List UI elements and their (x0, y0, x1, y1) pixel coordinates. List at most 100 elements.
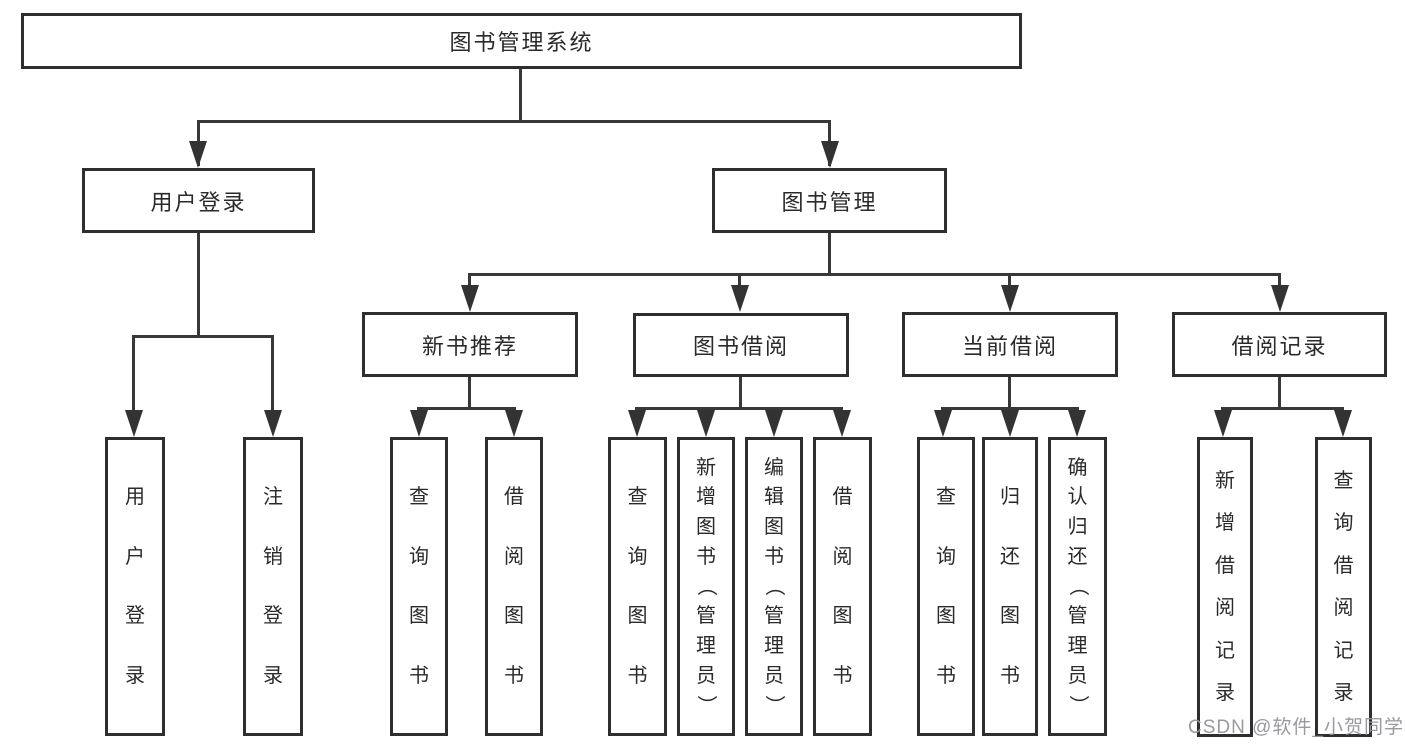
vertical-char: 询 (409, 545, 429, 568)
arrowhead-down-icon (821, 141, 839, 168)
arrowhead-down-icon (1271, 285, 1289, 312)
watermark-text: CSDN @软件_小贺同学 (1188, 717, 1404, 738)
vertical-char: 书 (832, 664, 853, 687)
vertical-char: （ (695, 576, 717, 597)
node-label: 归还图书 (985, 440, 1035, 733)
node-user-login-leaf: 用户登录 (105, 437, 165, 736)
arrowhead-down-icon (765, 410, 783, 437)
vertical-char: 书 (696, 545, 716, 568)
vertical-char: 阅 (1333, 597, 1354, 620)
vertical-char: 认 (1067, 486, 1088, 509)
arrowhead-down-icon (1068, 410, 1086, 437)
node-book-borrowing: 图书借阅 (633, 313, 849, 377)
arrowhead-down-icon (505, 410, 523, 437)
vertical-char: 增 (1215, 512, 1235, 535)
node-return-books: 归还图书 (982, 437, 1038, 736)
vertical-char: 书 (764, 545, 784, 568)
vertical-char: 管 (696, 605, 716, 628)
vertical-char: 图 (504, 605, 524, 628)
vertical-char: 借 (1333, 554, 1354, 577)
connector-line (197, 233, 200, 335)
vertical-char: 理 (696, 634, 716, 657)
vertical-char: （ (1066, 576, 1089, 597)
node-label: 图书管理系统 (449, 30, 594, 55)
node-edit-books-admin: 编辑图书（管理员） (745, 437, 803, 736)
arrowhead-down-icon (461, 285, 479, 312)
node-label: 查询图书 (393, 440, 445, 733)
vertical-char: 图 (696, 516, 716, 539)
vertical-char: 图 (832, 605, 853, 628)
node-label: 注销登录 (246, 440, 300, 733)
vertical-char: 录 (1215, 682, 1235, 705)
node-label: 编辑图书（管理员） (748, 440, 800, 733)
node-label: 借阅图书 (488, 440, 540, 733)
vertical-char: ） (1066, 695, 1089, 716)
vertical-char: 记 (1333, 639, 1354, 662)
vertical-char: 登 (263, 605, 283, 628)
vertical-char: 辑 (764, 486, 784, 509)
vertical-char: 销 (263, 545, 283, 568)
node-label: 用户登录 (150, 189, 247, 215)
node-label: 查询图书 (920, 440, 972, 733)
vertical-char: 理 (764, 634, 784, 657)
vertical-char: 图 (936, 605, 956, 628)
vertical-char: 图 (764, 516, 784, 539)
vertical-char: 管 (1067, 605, 1088, 628)
vertical-char: 员 (1067, 664, 1088, 687)
vertical-char: 录 (1333, 682, 1354, 705)
node-book-management-module: 图书管理 (712, 168, 947, 233)
connector-line (468, 377, 471, 407)
arrowhead-down-icon (1214, 410, 1232, 437)
node-label: 当前借阅 (961, 333, 1058, 359)
vertical-char: ） (763, 695, 785, 716)
connector-line (271, 335, 274, 413)
vertical-char: 编 (764, 456, 784, 479)
vertical-char: 询 (936, 545, 956, 568)
node-new-book-recommend: 新书推荐 (362, 312, 578, 377)
connector-line (1223, 407, 1344, 410)
connector-line (197, 120, 831, 123)
vertical-char: 注 (263, 486, 283, 509)
node-borrow-books-recommend: 借阅图书 (485, 437, 543, 736)
node-borrow-records: 借阅记录 (1172, 312, 1387, 377)
node-label: 图书借阅 (692, 334, 789, 359)
vertical-char: 查 (627, 486, 648, 509)
vertical-char: 书 (936, 664, 956, 687)
vertical-char: 书 (409, 664, 429, 687)
node-search-books-recommend: 查询图书 (390, 437, 448, 736)
node-add-books-admin: 新增图书（管理员） (677, 437, 735, 736)
connector-line (419, 407, 516, 410)
arrowhead-down-icon (833, 410, 851, 437)
arrowhead-down-icon (1001, 410, 1019, 437)
vertical-char: 借 (832, 486, 853, 509)
arrowhead-down-icon (189, 141, 207, 168)
node-label: 图书管理 (781, 189, 878, 215)
vertical-char: 户 (125, 545, 145, 568)
node-library-management-system: 图书管理系统 (21, 13, 1022, 69)
vertical-char: 新 (696, 456, 716, 479)
vertical-char: 书 (627, 664, 648, 687)
vertical-char: 归 (1000, 486, 1020, 509)
connector-line (132, 335, 274, 338)
node-confirm-return-admin: 确认归还（管理员） (1048, 437, 1107, 736)
vertical-char: 阅 (1215, 597, 1235, 620)
connector-line (519, 69, 522, 120)
vertical-char: 员 (764, 664, 784, 687)
node-current-borrowing: 当前借阅 (902, 312, 1118, 377)
connector-line (1278, 377, 1281, 407)
arrowhead-down-icon (1001, 285, 1019, 312)
arrowhead-down-icon (125, 410, 143, 437)
node-search-borrow-record: 查询借阅记录 (1315, 437, 1372, 737)
connector-line (1008, 273, 1011, 295)
vertical-char: 管 (764, 605, 784, 628)
vertical-char: 借 (504, 486, 524, 509)
vertical-char: 书 (504, 664, 524, 687)
node-label: 新增图书（管理员） (680, 440, 732, 733)
arrowhead-down-icon (410, 410, 428, 437)
node-label: 查询借阅记录 (1318, 440, 1369, 734)
vertical-char: 还 (1067, 545, 1088, 568)
node-label: 借阅图书 (816, 440, 869, 733)
vertical-char: 借 (1215, 554, 1235, 577)
node-label: 查询图书 (611, 440, 664, 733)
vertical-char: 询 (627, 545, 648, 568)
